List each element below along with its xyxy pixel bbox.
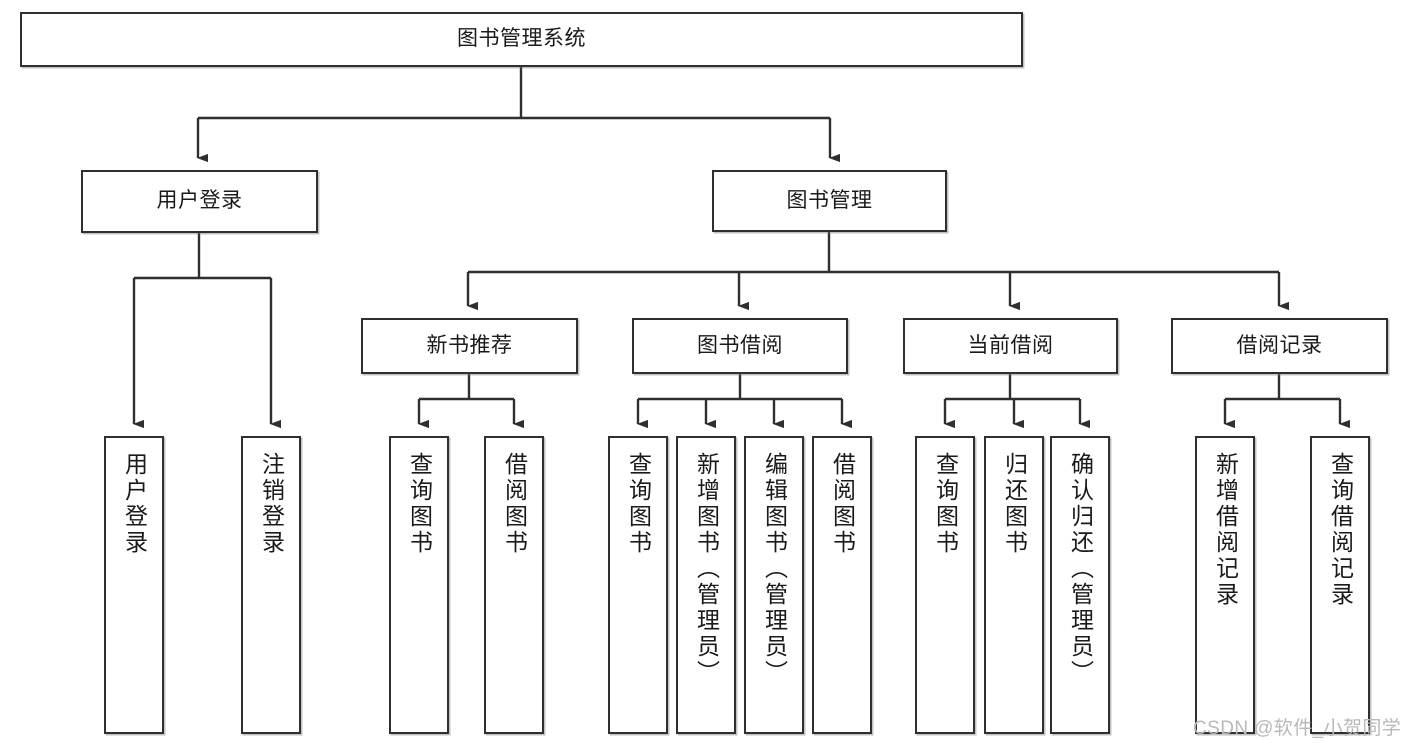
leaf-current-borrow-return[interactable]: 归还图书	[984, 436, 1044, 734]
node-label: 编辑图书（管理员）	[761, 452, 788, 686]
node-label: 注销登录	[258, 452, 285, 556]
node-label: 用户登录	[156, 189, 243, 213]
node-label: 查询图书	[406, 452, 433, 556]
leaf-borrow-record-add[interactable]: 新增借阅记录	[1195, 436, 1255, 734]
leaf-book-borrow-query[interactable]: 查询图书	[608, 436, 668, 734]
node-book-borrow[interactable]: 图书借阅	[632, 318, 848, 374]
leaf-current-borrow-query[interactable]: 查询图书	[915, 436, 975, 734]
node-borrow-record[interactable]: 借阅记录	[1171, 318, 1388, 374]
node-root-system[interactable]: 图书管理系统	[20, 12, 1023, 67]
node-label: 图书管理	[786, 188, 873, 212]
csdn-watermark: CSDN @软件_小贺同学	[1193, 718, 1402, 739]
node-label: 确认归还（管理员）	[1067, 452, 1094, 686]
node-label: 图书管理系统	[457, 27, 586, 51]
leaf-book-borrow-add[interactable]: 新增图书（管理员）	[676, 436, 736, 734]
node-current-borrow[interactable]: 当前借阅	[903, 318, 1118, 374]
leaf-book-borrow-borrow[interactable]: 借阅图书	[812, 436, 872, 734]
leaf-new-book-borrow[interactable]: 借阅图书	[484, 436, 544, 734]
node-label: 图书借阅	[697, 333, 783, 357]
node-book-management[interactable]: 图书管理	[712, 170, 947, 232]
node-label: 当前借阅	[967, 333, 1054, 357]
leaf-user-login-logout[interactable]: 注销登录	[241, 436, 301, 734]
leaf-current-borrow-confirm-return[interactable]: 确认归还（管理员）	[1050, 436, 1110, 734]
leaf-user-login-login[interactable]: 用户登录	[104, 436, 164, 734]
node-label: 新增借阅记录	[1212, 452, 1239, 608]
node-label: 借阅图书	[501, 452, 528, 556]
node-user-login[interactable]: 用户登录	[81, 170, 318, 233]
node-label: 查询图书	[625, 452, 652, 556]
node-label: 归还图书	[1001, 452, 1028, 556]
node-label: 借阅图书	[829, 452, 856, 556]
leaf-new-book-query[interactable]: 查询图书	[389, 436, 449, 734]
node-label: 查询借阅记录	[1327, 452, 1354, 608]
leaf-book-borrow-edit[interactable]: 编辑图书（管理员）	[744, 436, 804, 734]
node-label: 新书推荐	[426, 333, 513, 357]
leaf-borrow-record-query[interactable]: 查询借阅记录	[1310, 436, 1370, 734]
node-label: 用户登录	[121, 452, 148, 556]
node-label: 新增图书（管理员）	[693, 452, 720, 686]
node-new-book-recommend[interactable]: 新书推荐	[361, 318, 578, 374]
node-label: 借阅记录	[1236, 333, 1323, 357]
node-label: 查询图书	[932, 452, 959, 556]
